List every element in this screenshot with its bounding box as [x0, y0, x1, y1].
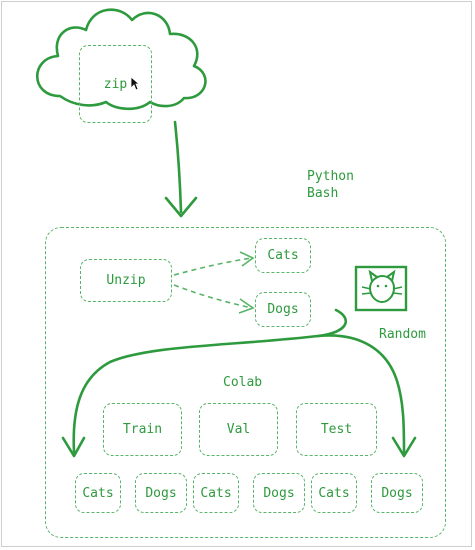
- train-box: Train: [103, 403, 182, 456]
- bottom-label: Dogs: [145, 485, 177, 501]
- test-label: Test: [320, 422, 353, 437]
- cloud-to-container-arrowhead: [164, 196, 198, 218]
- val-cats-box: Cats: [193, 473, 239, 513]
- cat-picture-icon: [354, 265, 408, 312]
- cloud-shape: [35, 8, 207, 111]
- unzip-label: Unzip: [106, 273, 146, 288]
- dogs-folder-box: Dogs: [255, 292, 311, 327]
- bottom-label: Cats: [82, 485, 114, 501]
- dogs-to-left-arrow: [72, 308, 347, 454]
- zip-box: zip: [79, 45, 152, 123]
- train-cats-box: Cats: [75, 473, 121, 513]
- random-label: Random: [379, 327, 426, 342]
- val-box: Val: [199, 403, 278, 456]
- dogs-to-right-arrowhead: [391, 436, 417, 458]
- unzip-to-dogs-arrowhead: [238, 298, 255, 314]
- cats-folder-box: Cats: [255, 238, 311, 273]
- bottom-label: Dogs: [263, 485, 295, 501]
- train-label: Train: [122, 422, 163, 437]
- val-label: Val: [226, 422, 251, 437]
- processing-container: [45, 227, 446, 538]
- bottom-label: Cats: [200, 485, 232, 501]
- unzip-to-cats-arrowhead: [239, 251, 255, 267]
- bash-label: Bash: [307, 186, 339, 201]
- unzip-to-dogs-arrow: [173, 284, 253, 309]
- dogs-to-left-arrowhead: [61, 436, 86, 458]
- zip-label: zip: [103, 76, 128, 92]
- bottom-label: Dogs: [381, 485, 413, 501]
- train-dogs-box: Dogs: [135, 473, 187, 513]
- unzip-box: Unzip: [80, 259, 172, 302]
- unzip-to-cats-arrow: [173, 257, 253, 276]
- dogs-folder-label: Dogs: [267, 302, 299, 317]
- mouse-cursor-icon: [130, 76, 140, 91]
- bottom-label: Cats: [318, 485, 350, 501]
- colab-label: Colab: [223, 375, 263, 390]
- cloud-to-container-arrow: [173, 120, 183, 214]
- test-dogs-box: Dogs: [371, 473, 423, 513]
- dogs-to-right-arrow: [316, 334, 406, 454]
- python-label: Python: [307, 169, 354, 184]
- cats-folder-label: Cats: [267, 248, 299, 263]
- test-cats-box: Cats: [311, 473, 357, 513]
- test-box: Test: [296, 403, 377, 456]
- val-dogs-box: Dogs: [253, 473, 305, 513]
